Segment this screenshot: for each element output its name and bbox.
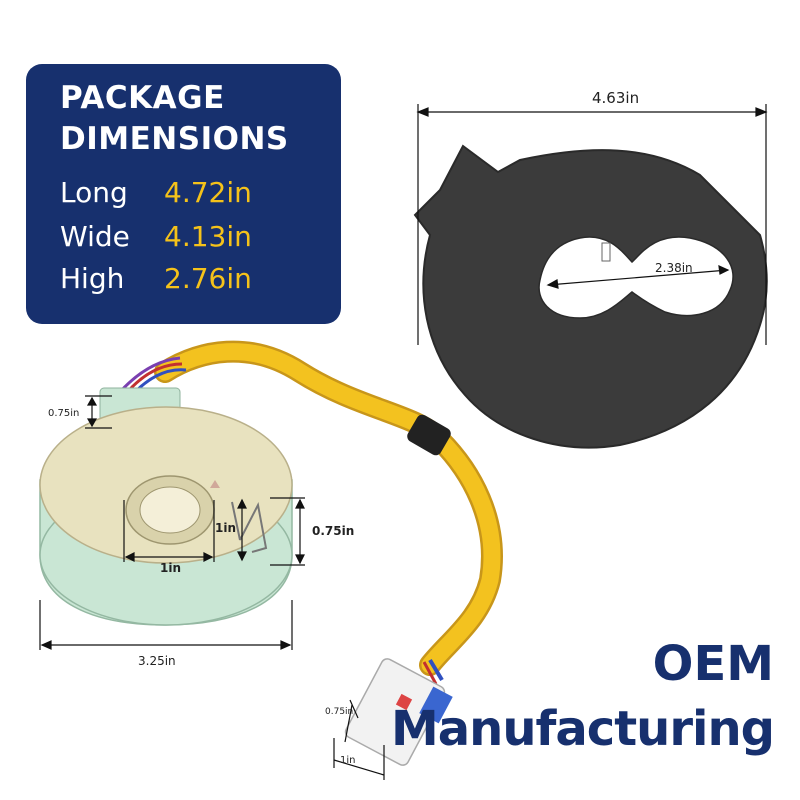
dimension-label: High: [60, 262, 125, 295]
panel-title-line1: PACKAGE: [60, 80, 225, 116]
sensor-connector: [344, 658, 453, 766]
dimension-row-wide: Wide 4.13in: [60, 220, 252, 253]
tagline-oem: OEM: [652, 636, 774, 692]
sensor-height-label: 0.75in: [312, 524, 354, 538]
plate-width-dimension: [416, 104, 768, 345]
plug-width-label: 1in: [340, 755, 355, 766]
dimension-row-high: High 2.76in: [60, 262, 252, 295]
dimension-value: 2.76in: [164, 262, 252, 295]
panel-title: PACKAGE DIMENSIONS: [60, 78, 289, 160]
plug-height-label: 0.75in: [325, 707, 353, 717]
panel-title-line2: DIMENSIONS: [60, 121, 289, 157]
sensor-dimension-lines: [39, 395, 385, 780]
sensor-bore-label: 1in: [160, 561, 181, 575]
plate-width-label: 4.63in: [592, 89, 639, 107]
dimension-value: 4.72in: [164, 176, 252, 209]
dimension-row-long: Long 4.72in: [60, 176, 252, 209]
plate-hole-label: 2.38in: [655, 261, 693, 275]
dimension-label: Wide: [60, 220, 130, 253]
torque-sensor: [39, 387, 293, 626]
tagline-manufacturing: Manufacturing: [391, 701, 775, 757]
package-dimensions-panel: PACKAGE DIMENSIONS Long 4.72in Wide 4.13in…: [26, 64, 341, 324]
tab-height-label: 0.75in: [48, 408, 79, 419]
dimension-label: Long: [60, 176, 128, 209]
sensor-diameter-label: 3.25in: [138, 654, 176, 668]
sensor-cable: [118, 340, 503, 676]
steering-sensor-plate: [413, 144, 768, 449]
clip-height-label: 1in: [215, 521, 236, 535]
dimension-value: 4.13in: [164, 220, 252, 253]
plate-hole-dimension: [546, 265, 730, 289]
